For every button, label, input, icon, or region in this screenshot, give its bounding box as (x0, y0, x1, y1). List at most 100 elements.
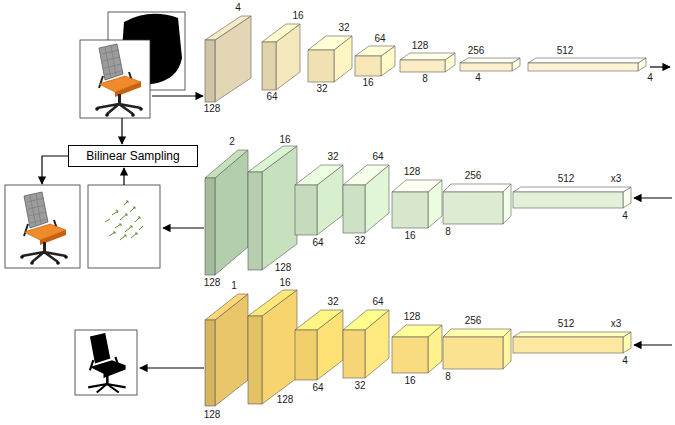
block-front (400, 60, 445, 72)
layer-block (262, 24, 300, 90)
layer-block (343, 310, 389, 378)
dimension-label: 128 (277, 394, 294, 406)
dimension-label: 64 (372, 296, 383, 308)
layer-blocks (205, 16, 646, 406)
flow-image (88, 185, 160, 268)
dimension-label: 128 (275, 262, 292, 274)
output-image (5, 185, 80, 268)
dimension-label: 16 (362, 77, 373, 89)
block-top (443, 329, 511, 337)
arrow (650, 66, 670, 67)
dimension-label: 16 (404, 375, 415, 387)
dimension-label: 2 (229, 136, 235, 148)
dimension-label: 4 (622, 210, 628, 222)
block-front (248, 316, 262, 404)
block-top (248, 146, 297, 172)
layer-block (460, 58, 520, 71)
block-top (343, 310, 389, 330)
arrow (123, 168, 124, 185)
layer-block (248, 290, 297, 404)
dimension-label: 4 (235, 2, 241, 14)
dimension-label: 256 (465, 170, 482, 182)
dimension-label: 128 (204, 103, 221, 115)
dimension-label: 16 (279, 134, 290, 146)
arrow (163, 227, 204, 228)
layer-block (205, 294, 248, 406)
block-top (513, 332, 631, 337)
layer-block (248, 146, 297, 270)
arrow (152, 95, 203, 96)
dimension-label: 128 (404, 166, 421, 178)
block-top (205, 294, 248, 320)
dimension-label: 8 (445, 371, 451, 383)
dimension-label: 64 (312, 382, 323, 394)
dimension-label: 16 (279, 277, 290, 289)
block-front (295, 330, 317, 380)
dimension-label: 8 (445, 226, 451, 238)
dimension-label: 64 (374, 33, 385, 45)
layer-block (205, 16, 251, 102)
block-top (248, 290, 297, 316)
block-top (400, 53, 455, 60)
layer-block (205, 150, 248, 275)
dimension-label: 64 (312, 237, 323, 249)
block-front (343, 185, 365, 233)
block-top (392, 180, 442, 192)
block-top (295, 310, 343, 330)
dimension-label: x3 (611, 318, 622, 330)
layer-block (400, 53, 455, 72)
block-front (205, 320, 215, 406)
block-front (513, 337, 623, 353)
block-front (248, 172, 262, 270)
dimension-label: 128 (204, 277, 221, 289)
dimension-label: 32 (338, 22, 349, 34)
dimension-label: 64 (372, 151, 383, 163)
dimension-label: 32 (327, 151, 338, 163)
layer-block (528, 58, 646, 71)
block-front (460, 63, 512, 71)
dimension-label: x3 (611, 173, 622, 185)
dimension-label: 512 (558, 173, 575, 185)
layer-block (355, 46, 395, 76)
layer-block (513, 187, 631, 208)
layer-block (295, 310, 343, 380)
block-front (355, 56, 381, 76)
dimension-label: 8 (422, 73, 428, 85)
dimension-label: 1 (231, 280, 237, 292)
input-image (80, 40, 150, 118)
block-front (443, 337, 503, 369)
dimension-label: 4 (647, 72, 653, 84)
block-top (528, 58, 646, 63)
layer-block (443, 184, 511, 224)
block-top (295, 165, 343, 185)
dimension-label: 128 (404, 311, 421, 323)
block-top (392, 325, 442, 337)
block-front (262, 42, 276, 90)
block-front (205, 178, 215, 275)
block-top (343, 165, 389, 185)
block-top (460, 58, 520, 63)
block-top (308, 36, 352, 50)
block-front (528, 63, 638, 71)
block-front (343, 330, 365, 378)
dimension-label: 64 (266, 91, 277, 103)
block-top (205, 150, 248, 178)
block-front (392, 337, 428, 373)
dimension-label: 512 (558, 318, 575, 330)
block-top (262, 24, 300, 42)
block-front (308, 50, 334, 82)
dimension-label: 128 (412, 40, 429, 52)
flow-arrows (42, 67, 672, 368)
block-top (513, 187, 631, 192)
block-top (443, 184, 511, 192)
dimension-label: 256 (465, 315, 482, 327)
layer-block (392, 180, 442, 228)
block-front (513, 192, 623, 208)
process-box: Bilinear Sampling (68, 145, 198, 167)
dimension-label: 32 (354, 380, 365, 392)
arrow (42, 156, 68, 184)
dimension-label: 32 (316, 83, 327, 95)
dimension-label: 32 (327, 296, 338, 308)
